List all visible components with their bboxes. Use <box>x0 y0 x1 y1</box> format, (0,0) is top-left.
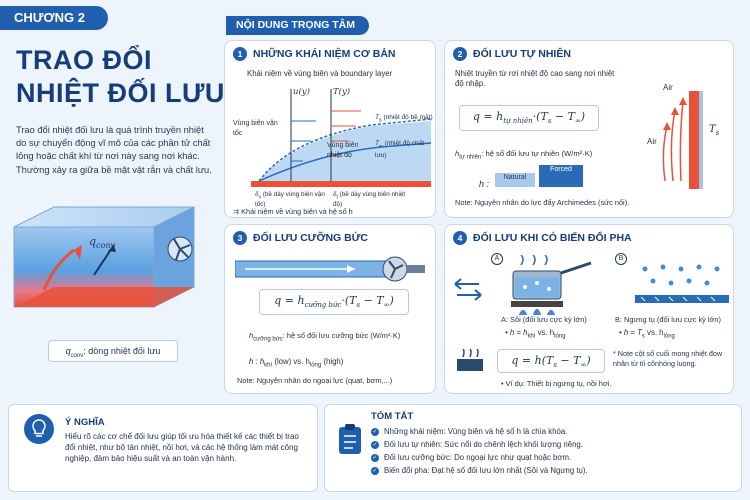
summary-item: ✓Đối lưu tự nhiên: Sức nổi do chênh lệch… <box>371 440 583 449</box>
summary-list: ✓Những khái niệm: Vùng biên và hệ số h l… <box>371 425 731 477</box>
forced-h-definition: hcưỡng bức: hệ số đối lưu cưỡng bức (W/m… <box>249 331 401 343</box>
lightbulb-icon <box>24 414 54 444</box>
u-y-label: u(y) <box>293 87 310 97</box>
chapter-badge: CHƯƠNG 2 <box>0 6 108 30</box>
delta-t-annotation: δt (bề dày vùng biên nhiệt độ) <box>333 191 406 209</box>
title-line-1: TRAO ĐỔI <box>16 45 152 75</box>
title-line-2: NHIỆT ĐỐI LƯU <box>16 78 225 108</box>
meaning-box: Ý NGHĨA Hiểu rõ các cơ chế đối lưu giúp … <box>8 404 318 492</box>
meaning-title: Ý NGHĨA <box>65 417 105 428</box>
phase-change-formula: q = h(Ts − T∞) <box>497 349 605 373</box>
panel-4-note: * Note cột số cuối mong nhiệt đow nhân t… <box>613 349 723 368</box>
natural-bar: Natural <box>495 173 535 187</box>
page-title: TRAO ĐỔI NHIỆT ĐỐI LƯU <box>16 44 225 110</box>
panel-1-caption: ⇉ Khái niệm về vùng biên và hệ số h <box>233 207 353 216</box>
panel-4-example: • Ví dụ: Thiết bị ngưng tụ, nồi hơi. <box>501 379 612 388</box>
boiling-relation: • h = hkhí vs. hlỏng <box>505 328 566 340</box>
radiator-icon <box>457 349 483 371</box>
delta-v-annotation: δv (bề dày vùng biên vận tốc) <box>255 191 325 209</box>
svg-text:qconv: qconv <box>89 235 115 250</box>
boundary-layer-diagram <box>251 89 431 187</box>
condensation-relation: • h = Ts vs. hlỏng <box>619 328 675 340</box>
thermal-layer-label: Vùng biên nhiệt độ <box>327 142 359 159</box>
meaning-text: Hiểu rõ các cơ chế đối lưu giúp tối ưu h… <box>65 432 299 463</box>
label-a: A <box>491 253 503 265</box>
h-compare-label: h : <box>479 179 490 189</box>
air-label-2: Air <box>663 83 673 92</box>
tinf-annotation: T∞ (nhiệt độ chất lưu) <box>375 140 425 160</box>
natural-h-definition: htự nhiên: hệ số đối lưu tự nhiên (W/m²·… <box>455 149 593 161</box>
panel-2-description: Nhiệt truyền từ rơi nhiệt độ cao sang nơ… <box>455 69 615 88</box>
droplets-icon <box>635 264 729 303</box>
swap-arrows-icon <box>454 278 482 301</box>
t-y-label: T(y) <box>333 87 351 97</box>
pipe-pump-illustration <box>235 256 425 282</box>
ts-plate-label: Ts <box>709 124 720 138</box>
air-label-1: Air <box>647 137 657 146</box>
forced-bar: Forced <box>539 165 583 187</box>
velocity-layer-label: Vùng biên vận tốc <box>233 120 278 137</box>
intro-description: Trao đổi nhiệt đối lưu là quá trình truy… <box>16 125 212 175</box>
summary-title: TÓM TẮT <box>371 411 414 422</box>
summary-item: ✓Biến đổi pha: Đạt hệ số đối lưu lớn nhấ… <box>371 466 588 475</box>
forced-h-comparison: h : hkhí (low) vs. hlỏng (high) <box>249 357 344 369</box>
panel-2-note: Note: Nguyên nhân do lực đẩy Archimedes … <box>455 198 630 207</box>
section-header: NỘI DUNG TRỌNG TÂM <box>226 16 369 35</box>
summary-item: ✓Đối lưu cưỡng bức: Do ngoại lực như quạ… <box>371 453 572 462</box>
summary-item: ✓Những khái niệm: Vùng biên và hệ số h l… <box>371 427 568 436</box>
qconv-label: qconv: dòng nhiệt đối lưu <box>48 340 178 362</box>
condensation-label: B: Ngưng tụ (đối lưu cực kỳ lớn) <box>615 315 721 324</box>
forced-convection-formula: q = hcưỡng bức·(Ts − T∞) <box>259 289 409 315</box>
pot-icon <box>511 255 592 316</box>
natural-convection-plate <box>662 91 703 189</box>
panel-3-note: Note: Nguyên nhân do ngoại lực (quạt, bơ… <box>237 376 393 385</box>
label-b: B <box>615 253 627 265</box>
convection-box-illustration: qconv <box>13 206 195 308</box>
panel-1-subtitle: Khái niệm về vùng biên và boundary layer <box>247 69 393 78</box>
boiling-label: A: Sôi (đối lưu cực kỳ lớn) <box>501 315 587 324</box>
ts-annotation: Ts (nhiệt độ bề mặt) <box>375 114 433 124</box>
summary-box: TÓM TẮT ✓Những khái niệm: Vùng biên và h… <box>324 404 742 492</box>
natural-convection-formula: q = htự nhiên·(Ts − T∞) <box>459 105 599 131</box>
clipboard-icon <box>339 424 361 454</box>
